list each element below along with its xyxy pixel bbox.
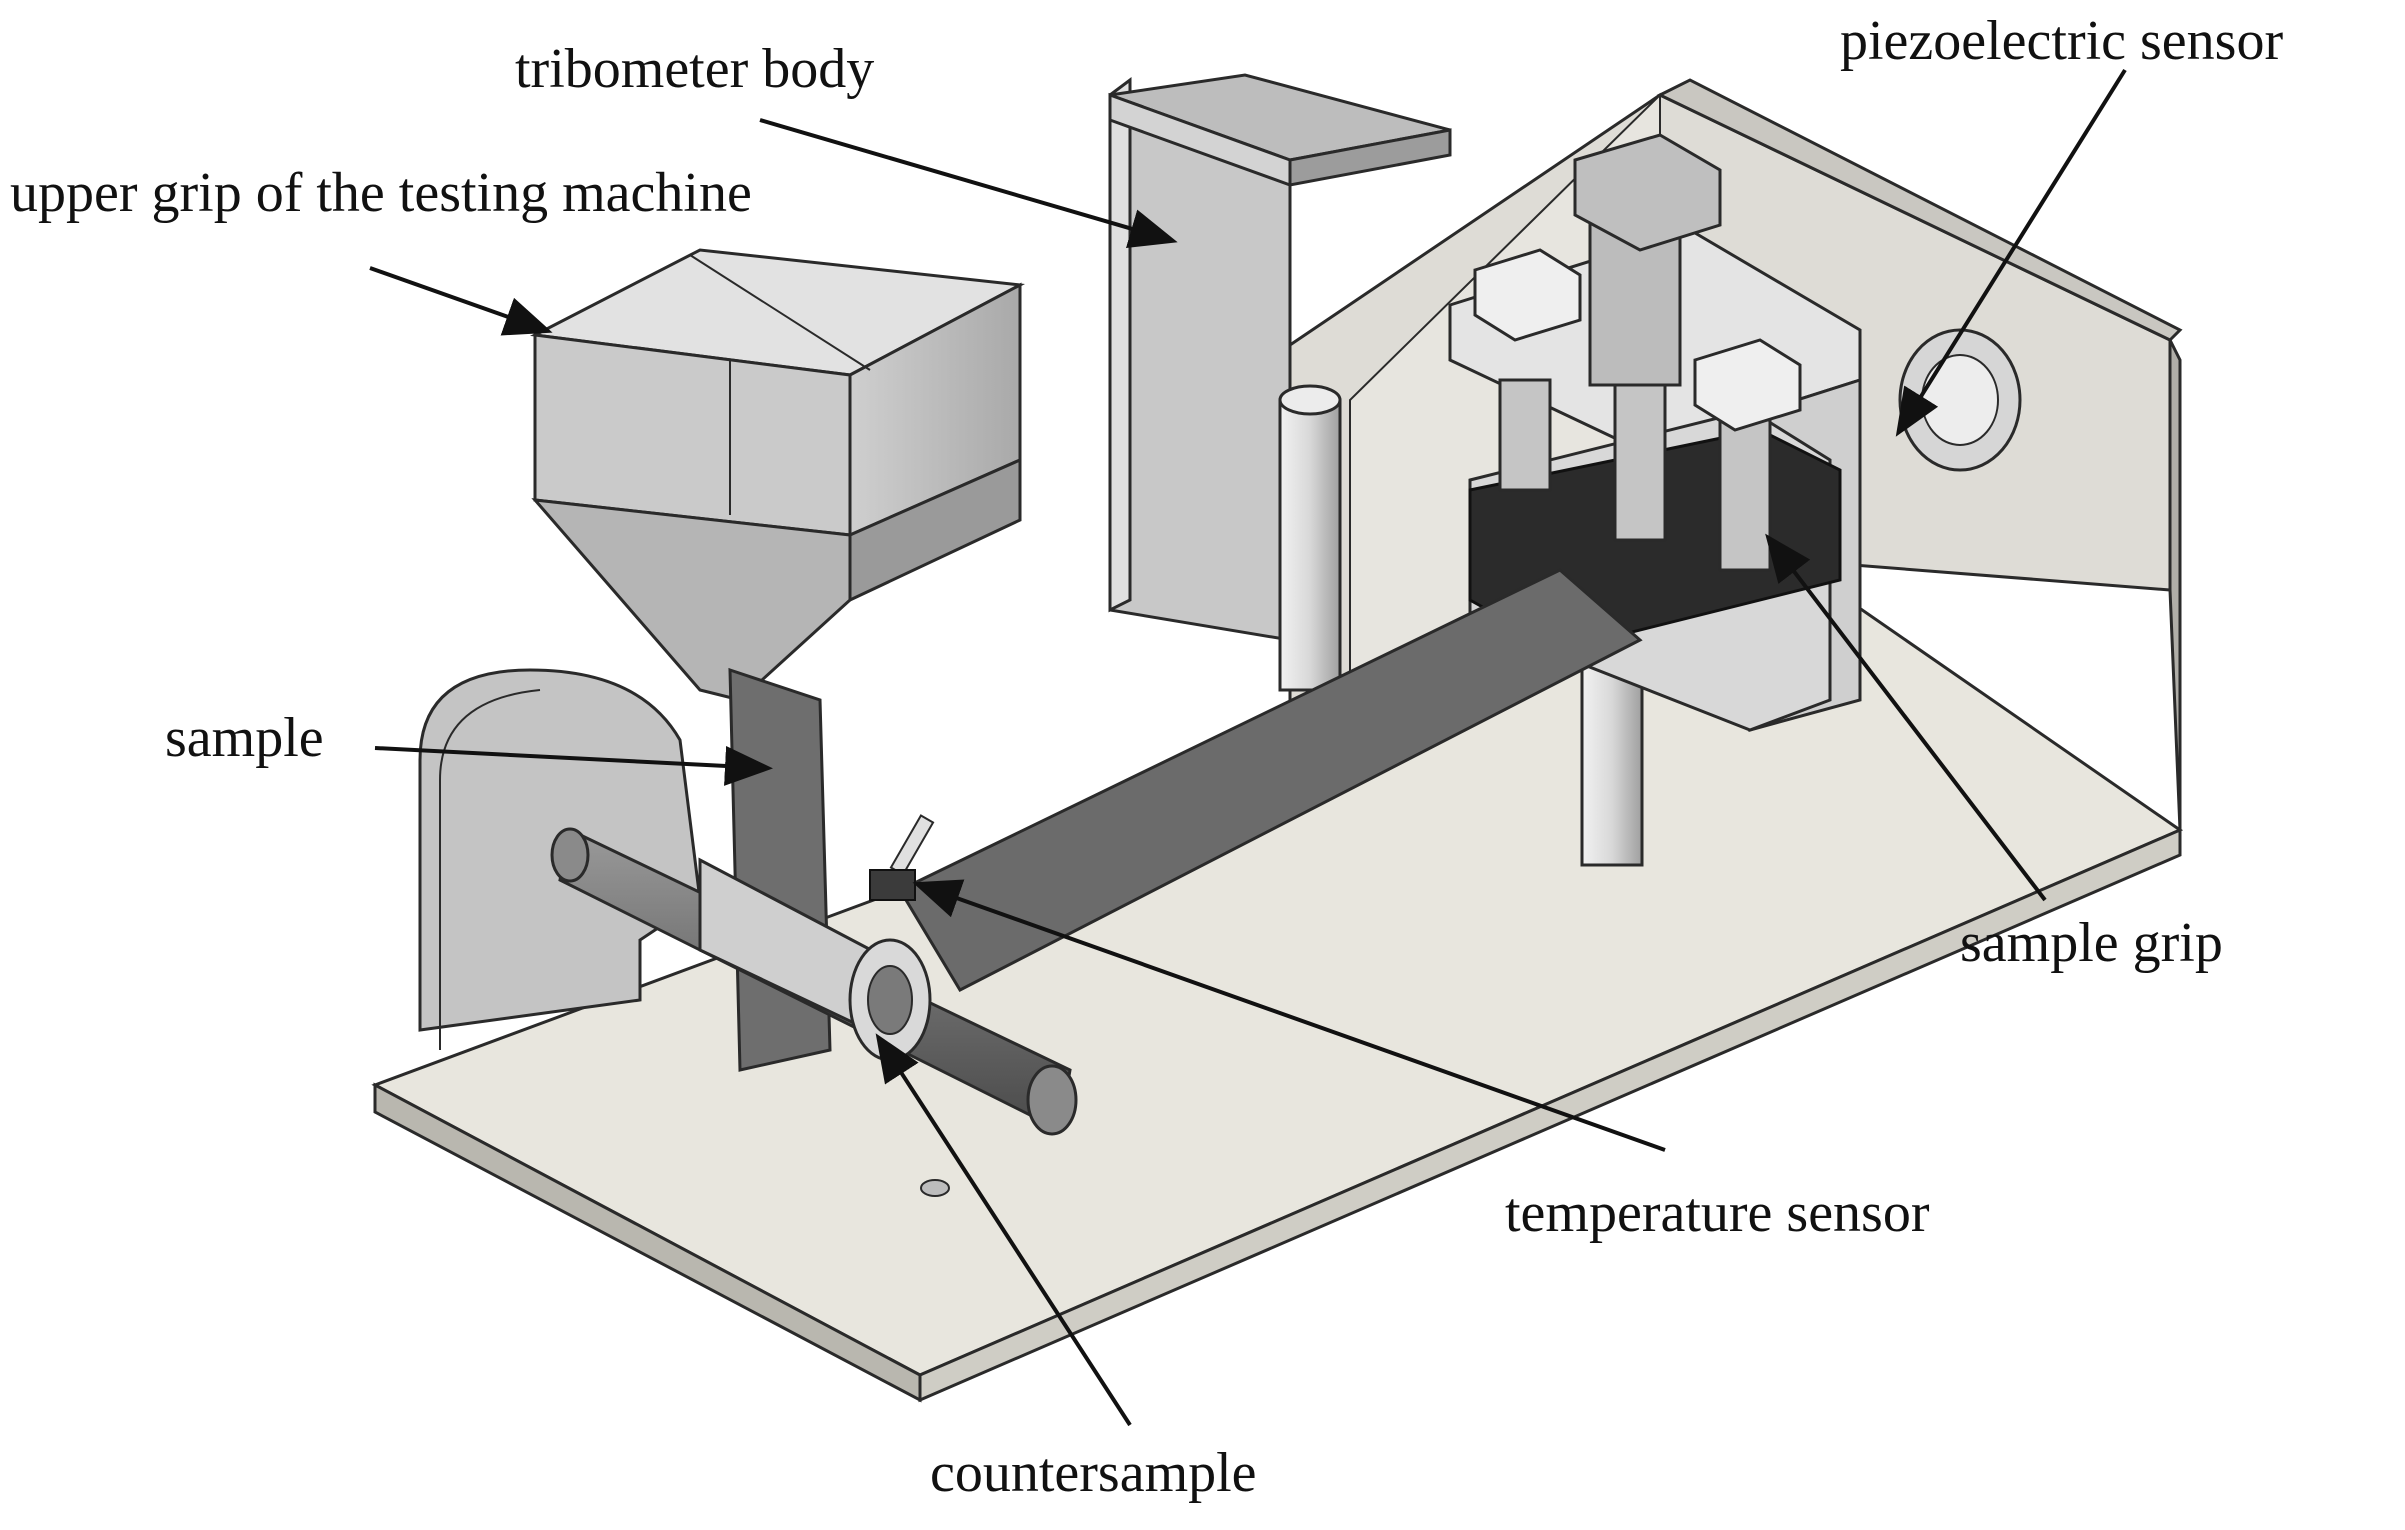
label-sample-grip-line-2: grip	[2132, 912, 2223, 974]
label-temperature-sensor: temperature sensor	[1505, 1180, 1930, 1246]
label-upper-grip-line-3: machine	[562, 162, 752, 224]
label-upper-grip-line-1: upper grip of	[10, 162, 303, 224]
arrow-countersample	[875, 1033, 1132, 1427]
label-tribometer-body: tribometer body	[515, 38, 875, 100]
leader-arrows	[369, 68, 2127, 1427]
arrow-upper-grip	[369, 266, 553, 336]
arrow-sample	[374, 745, 773, 786]
arrow-sample-grip	[1765, 533, 2047, 902]
label-piezoelectric-sensor: piezoelectric sensor	[1840, 10, 2284, 72]
label-countersample: countersample	[930, 1442, 1257, 1504]
label-temperature-sensor-line-2: sensor	[1786, 1182, 1930, 1244]
label-sample: sample	[165, 707, 324, 769]
sample-grip-assembly	[1448, 133, 2022, 732]
label-sample-grip: sample grip	[1960, 910, 2223, 976]
temperature-sensor-part	[869, 814, 935, 901]
upper-grip	[530, 248, 1026, 702]
arrow-piezo-sensor	[1895, 68, 2127, 437]
arrow-temperature-sensor	[912, 879, 1666, 1152]
label-temperature-sensor-line-1: temperature	[1505, 1182, 1773, 1244]
base-plate	[371, 558, 2184, 1403]
label-upper-grip-line-2: the testing	[316, 162, 549, 224]
arrow-tribometer-body	[759, 118, 1178, 248]
label-upper-grip: upper grip of the testing machine	[10, 160, 752, 226]
countersample	[550, 827, 1078, 1136]
label-sample-grip-line-1: sample	[1960, 912, 2119, 974]
